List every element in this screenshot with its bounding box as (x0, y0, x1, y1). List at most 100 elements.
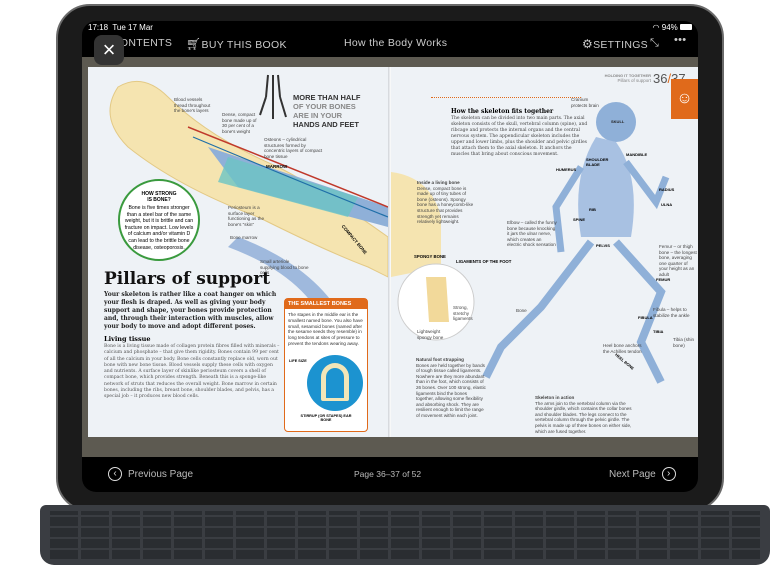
running-header: HOLDING IT TOGETHER Pillars of support (541, 73, 651, 83)
label-pelvis: PELVIS (596, 243, 610, 248)
how-strong-callout: HOW STRONG IS BONE? Bone is five times s… (118, 179, 200, 261)
stapes-illustration (307, 355, 363, 411)
gear-icon: ⚙ (582, 37, 594, 51)
living-bone-title: Inside a living bone (417, 180, 460, 185)
keyboard-cover (40, 505, 770, 565)
subsection-name: Pillars of support (617, 78, 651, 83)
label-bone-marrow: Bone marrow (230, 235, 258, 240)
label-shoulder-blade: SHOULDER BLADE (586, 157, 609, 167)
close-button[interactable]: × (94, 35, 124, 65)
box-title: THE SMALLEST BONES (285, 299, 367, 309)
bone-illustration (109, 74, 388, 332)
battery-level: 94% (661, 23, 678, 32)
page-heading: Pillars of support (104, 269, 271, 289)
next-page-button[interactable]: Next Page › (609, 467, 676, 481)
callout-line: HANDS AND FEET (293, 120, 359, 129)
label-radius: RADIUS (659, 187, 675, 192)
living-bone-text: Dense, compact bone is made up of tiny t… (417, 185, 474, 225)
living-tissue-heading: Living tissue (104, 335, 151, 343)
battery-icon (680, 24, 692, 30)
label-spine: SPINE (573, 217, 586, 222)
strong-title: HOW STRONG IS BONE? (141, 191, 177, 203)
strong-text: Bone is five times stronger than a steel… (124, 205, 194, 251)
tibia-note: Tibia (shin bone) (673, 337, 695, 348)
book-title: How the Body Works (344, 37, 448, 49)
page-number-left: 36 (653, 71, 668, 86)
label-dense-bone: Dense, compact bone made up of 30 per ce… (222, 112, 257, 134)
skeleton-heading: How the skeleton fits together (451, 108, 554, 115)
life-size-label: LIFE SIZE (289, 359, 307, 363)
left-page: MORE THAN HALF OF YOUR BONES ARE IN YOUR… (88, 67, 388, 437)
label-bone: Bone (516, 308, 527, 313)
label-tibia: TIBIA (653, 329, 664, 334)
skeleton-text: The skeleton can be divided into two mai… (451, 116, 588, 157)
box-text: The stapes in the middle ear is the smal… (288, 312, 363, 346)
contents-label: CONTENTS (112, 37, 173, 49)
label-arteriole: Small arteriole supplying blood to bone … (260, 259, 309, 276)
status-date: Tue 17 Mar (112, 23, 153, 32)
page-gutter (388, 67, 391, 437)
label-blood-vessels: Blood vessels thread throughout the bone… (174, 97, 211, 114)
label-spongy-bone: SPONGY BONE (414, 254, 446, 259)
status-bar: 17:18 Tue 17 Mar ◠ 94% (88, 23, 692, 32)
header-rule (431, 97, 581, 98)
page-number-separator: / (667, 71, 672, 86)
hands-feet-callout: MORE THAN HALF OF YOUR BONES ARE IN YOUR… (293, 93, 361, 129)
cart-icon: 🛒︎ (186, 37, 202, 51)
collapse-icon[interactable]: ⤡ (650, 37, 660, 49)
status-time: 17:18 (88, 23, 109, 32)
buy-label: BUY THIS BOOK (201, 39, 287, 51)
label-marrow: MARROW (266, 164, 288, 169)
settings-label: SETTINGS (593, 39, 648, 51)
more-icon[interactable]: ••• (674, 34, 687, 46)
foot-text: Bones are held together by bands of toug… (416, 362, 486, 418)
chevron-right-icon: › (661, 467, 676, 481)
living-tissue-text: Bone is a living tissue made of collagen… (104, 344, 280, 400)
foot-title: Natural foot strapping (416, 357, 464, 362)
page-indicator: Page 36–37 of 52 (354, 469, 422, 479)
chevron-left-icon: ‹ (108, 467, 122, 481)
ligaments-title: LIGAMENTS OF THE FOOT (456, 259, 512, 264)
callout-line: OF YOUR BONES (293, 102, 356, 111)
label-ligaments: Strong, stretchy ligaments (453, 305, 473, 322)
fibula-note: Fibula – helps to stabilize the ankle (653, 307, 690, 318)
wifi-icon: ◠ (652, 23, 660, 32)
label-cranium: Cranium protects brain (571, 97, 599, 108)
book-spread: MORE THAN HALF OF YOUR BONES ARE IN YOUR… (88, 67, 698, 437)
action-title: Skeleton in action (535, 395, 575, 400)
previous-page-button[interactable]: ‹ Previous Page (108, 467, 193, 481)
keyboard-keys (50, 511, 760, 559)
buy-book-button[interactable]: 🛒︎BUY THIS BOOK (186, 37, 287, 51)
label-periosteum: Periosteum is a surface layer functionin… (228, 205, 265, 227)
label-osteons: Osteons – cylindrical structures formed … (264, 137, 323, 159)
label-ulna: ULNA (661, 202, 673, 207)
label-mandible: MANDIBLE (626, 152, 648, 157)
next-page-label: Next Page (609, 468, 656, 480)
action-text: The arms join to the vertebral column vi… (535, 400, 632, 434)
label-lightweight: Lightweight spongy bone (417, 329, 444, 340)
label-skull: SKULL (611, 119, 625, 124)
right-page: HOLDING IT TOGETHER Pillars of support 3… (391, 67, 698, 437)
callout-line: ARE IN YOUR (293, 111, 343, 120)
previous-page-label: Previous Page (128, 468, 194, 480)
top-toolbar: ☰ CONTENTS 🛒︎BUY THIS BOOK How the Body … (82, 31, 698, 57)
section-name: HOLDING IT TOGETHER (604, 73, 651, 78)
intro-paragraph: Your skeleton is rather like a coat hang… (104, 291, 277, 330)
label-femur: FEMUR (656, 277, 671, 282)
smallest-bones-box: THE SMALLEST BONES The stapes in the mid… (284, 298, 368, 432)
label-elbow: Elbow – called the funny bone because kn… (507, 220, 557, 248)
label-rib: RIB (589, 207, 596, 212)
callout-line: MORE THAN HALF (293, 93, 361, 102)
body-systems-icon: ☺ (671, 79, 698, 119)
femur-note: Femur – or thigh bone – the longest bone… (659, 244, 697, 277)
stirrup-label: STIRRUP (OR STAPES) EAR BONE (300, 414, 352, 422)
reader-screen: 17:18 Tue 17 Mar ◠ 94% ☰ CONTENTS 🛒︎BUY … (82, 21, 698, 492)
page-area: MORE THAN HALF OF YOUR BONES ARE IN YOUR… (82, 57, 698, 457)
skeleton-illustration (391, 102, 670, 384)
heel-note: Heel bone anchors the Achilles tendon (603, 343, 642, 354)
label-fibula: FIBULA (638, 315, 653, 320)
bottom-toolbar: ‹ Previous Page Page 36–37 of 52 Next Pag… (82, 457, 698, 492)
settings-button[interactable]: ⚙SETTINGS (582, 37, 648, 51)
